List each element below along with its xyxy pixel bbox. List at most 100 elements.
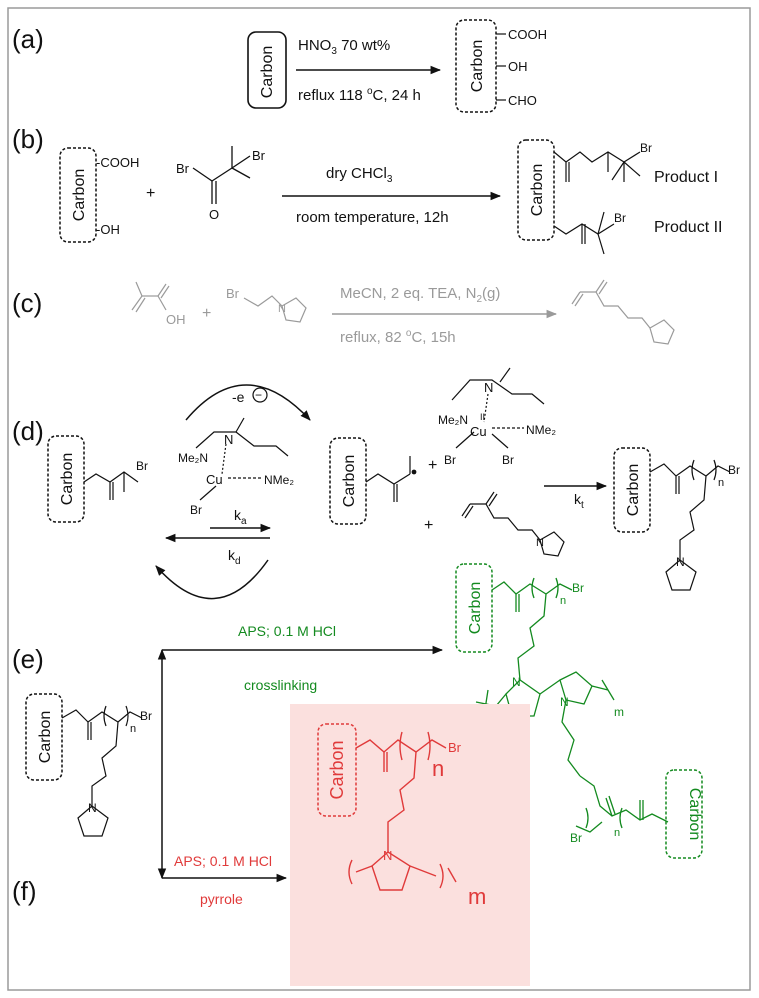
molecule-bromoethylpyrrole bbox=[243, 295, 307, 323]
carbon-label-a-product: Carbon bbox=[469, 40, 486, 92]
molecule-radical-d bbox=[365, 456, 411, 502]
reagent-a: HNO3 70 wt% bbox=[298, 37, 390, 57]
panel-e: (e) Carbon Br n N APS; 0.1 M HCl crossli… bbox=[12, 623, 444, 883]
reagent-e: APS; 0.1 M HCl bbox=[238, 623, 336, 639]
bibb-br-right: Br bbox=[252, 148, 266, 163]
cu1-nme2: NMe₂ bbox=[264, 473, 294, 487]
rate-ka: ka bbox=[234, 507, 247, 527]
plus-b: + bbox=[146, 185, 155, 202]
conditions-f: pyrrole bbox=[200, 891, 243, 907]
carbon-label-b-product: Carbon bbox=[529, 164, 546, 216]
carbon-box-e bbox=[25, 693, 63, 781]
arc-top-d bbox=[185, 384, 311, 421]
panel-d: (d) Carbon Br -e − N Me₂N Cu NMe₂ Br ka bbox=[12, 367, 740, 600]
carbon-label-a: Carbon bbox=[259, 46, 276, 98]
bromoethyl-br: Br bbox=[226, 286, 240, 301]
panel-f: (f) APS; 0.1 M HCl pyrrole bbox=[12, 853, 272, 907]
molecule-product-1 bbox=[553, 151, 641, 182]
molecule-initiator-d bbox=[83, 471, 139, 500]
carbon-box-d bbox=[47, 435, 85, 523]
red-chain bbox=[348, 731, 457, 891]
rate-kd: kd bbox=[228, 547, 241, 567]
conditions-e: crosslinking bbox=[244, 677, 317, 693]
cu2-me2n: Me₂N bbox=[438, 413, 468, 427]
red-product-highlight bbox=[290, 704, 530, 986]
conditions-b: room temperature, 12h bbox=[296, 209, 449, 226]
electron-label: -e bbox=[232, 389, 245, 405]
red-n-sub: n bbox=[432, 756, 444, 781]
cu2-br-left: Br bbox=[444, 453, 456, 467]
carbon-label-e: Carbon bbox=[37, 711, 54, 763]
cu1-me2n: Me₂N bbox=[178, 451, 208, 465]
conditions-c: reflux, 82 oC, 15h bbox=[340, 328, 456, 346]
green-n-b: N bbox=[560, 695, 569, 709]
carbon-box-d-polymer bbox=[613, 447, 651, 533]
green-n-sub-top: n bbox=[560, 595, 566, 607]
green-br-bottom: Br bbox=[570, 831, 582, 845]
carbon-label-d-polymer: Carbon bbox=[625, 464, 642, 516]
electron-minus: − bbox=[255, 388, 262, 402]
group-cho-a: CHO bbox=[508, 93, 537, 108]
panel-label-c: (c) bbox=[12, 288, 42, 318]
product-1-br: Br bbox=[640, 141, 652, 155]
molecule-methacrylic-acid bbox=[131, 281, 170, 313]
cu1-cu: Cu bbox=[206, 472, 223, 487]
panel-a: (a) Carbon HNO3 70 wt% reflux 118 oC, 24… bbox=[12, 19, 547, 113]
reagent-c: MeCN, 2 eq. TEA, N2(g) bbox=[340, 285, 500, 305]
polymer-br-e: Br bbox=[140, 709, 152, 723]
cu1-br: Br bbox=[190, 503, 202, 517]
molecule-product-2 bbox=[553, 211, 615, 255]
panel-c: (c) OH + Br N MeCN, 2 eq. TEA, N2(g) ref… bbox=[12, 279, 675, 346]
cu2-complex bbox=[451, 367, 545, 449]
red-n-pyr: N bbox=[383, 848, 392, 863]
figure-border bbox=[7, 7, 751, 991]
cu2-br-right: Br bbox=[502, 453, 514, 467]
panel-label-f: (f) bbox=[12, 876, 37, 906]
polymer-n-pyr-e: N bbox=[88, 801, 97, 815]
panel-label-a: (a) bbox=[12, 24, 44, 54]
arc-bottom-d bbox=[155, 559, 269, 600]
carbon-label-f: Carbon bbox=[327, 740, 347, 799]
monomer-n-d: N bbox=[536, 537, 544, 549]
group-cooh-a: COOH bbox=[508, 27, 547, 42]
carbon-label-e-bottom: Carbon bbox=[686, 788, 703, 840]
group-oh-a: OH bbox=[508, 59, 528, 74]
carbon-box-f bbox=[317, 723, 357, 817]
panel-label-e: (e) bbox=[12, 644, 44, 674]
product-1-label: Product I bbox=[654, 169, 718, 186]
bibb-br-left: Br bbox=[176, 161, 190, 176]
initiator-br-d: Br bbox=[136, 459, 148, 473]
carbon-box-b bbox=[59, 147, 97, 243]
plus-c: + bbox=[202, 305, 211, 322]
cu1-complex bbox=[195, 417, 289, 501]
cu2-cu: Cu bbox=[470, 424, 487, 439]
polymer-n-d: N bbox=[676, 555, 685, 569]
green-chain-bottom bbox=[575, 775, 669, 833]
bibb-oxygen: O bbox=[209, 207, 219, 222]
cu1-n-top: N bbox=[224, 432, 233, 447]
carbon-box-e-top bbox=[455, 563, 493, 653]
cu2-oxidation: II bbox=[480, 412, 485, 422]
green-br-top: Br bbox=[572, 581, 584, 595]
molecule-polymer-d bbox=[649, 459, 731, 591]
green-m: m bbox=[614, 705, 624, 719]
carbon-label-b: Carbon bbox=[71, 169, 88, 221]
cu2-n-top: N bbox=[484, 380, 493, 395]
product-2-br: Br bbox=[614, 211, 626, 225]
carbon-box-a-product bbox=[455, 19, 497, 113]
group-oh-b: -OH bbox=[96, 222, 120, 237]
carbon-box-b-product bbox=[517, 139, 555, 241]
carbon-label-e-top: Carbon bbox=[467, 582, 484, 634]
cu2-nme2: NMe₂ bbox=[526, 423, 556, 437]
polymer-n-sub-d: n bbox=[718, 477, 724, 489]
molecule-polymer-e bbox=[61, 705, 143, 837]
molecule-bibb bbox=[192, 146, 251, 204]
molecule-monomer-d bbox=[461, 491, 565, 557]
molecule-pyrrole-methacrylate bbox=[571, 279, 675, 345]
group-cooh-b: -COOH bbox=[96, 155, 139, 170]
panel-label-b: (b) bbox=[12, 124, 44, 154]
carbon-box-d-radical bbox=[329, 437, 367, 525]
electron-circle bbox=[252, 387, 268, 403]
radical-dot bbox=[411, 469, 417, 475]
